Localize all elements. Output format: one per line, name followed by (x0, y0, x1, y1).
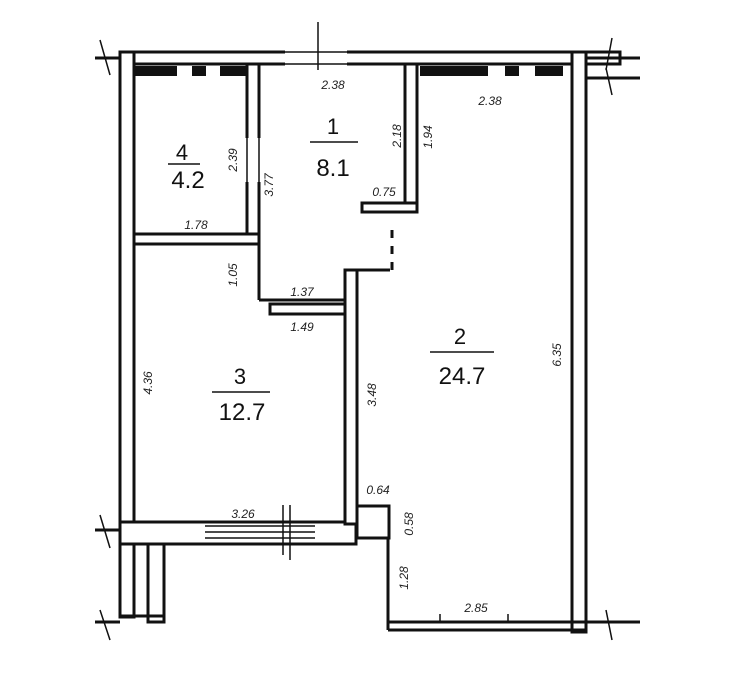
dim-r4-height: 2.39 (226, 148, 240, 173)
room-number: 3 (234, 364, 246, 389)
window-block (535, 66, 563, 76)
room-2-label: 2 24.7 (430, 324, 494, 390)
outer-walls (95, 22, 640, 641)
room-number: 2 (454, 324, 466, 349)
dim-niche-width: 0.64 (366, 483, 390, 497)
wall-room3-top (268, 302, 354, 316)
window-block (420, 66, 488, 76)
room-area: 24.7 (439, 363, 486, 390)
dim-r2-top: 1.94 (421, 125, 435, 149)
dim-top-left: 2.38 (320, 78, 345, 92)
room-area: 8.1 (316, 155, 349, 182)
wall-top (118, 50, 622, 66)
room-4-label: 4 4.2 (168, 140, 205, 194)
window-block (505, 66, 519, 76)
dim-r2-height: 6.35 (550, 343, 564, 367)
room-area: 12.7 (219, 399, 266, 426)
room-area: 4.2 (171, 167, 204, 194)
dim-corridor-1: 1.37 (290, 285, 315, 299)
dim-r1-bottom: 0.75 (372, 185, 396, 199)
wall-room3-right (343, 268, 359, 526)
interior-walls (132, 62, 509, 630)
dim-r3-height: 4.36 (141, 371, 155, 395)
dim-corridor-height: 1.05 (226, 263, 240, 287)
bottom-window (205, 505, 315, 560)
entrance-gap (285, 50, 347, 66)
wall-room4-bottom (132, 232, 261, 246)
room-1-label: 1 8.1 (310, 114, 358, 182)
room-number: 4 (176, 140, 188, 165)
window-block (220, 66, 246, 76)
dim-top-right: 2.38 (477, 94, 502, 108)
wall-room1-right (403, 62, 419, 212)
wall-room1-stub (360, 201, 419, 214)
dimensions: 2.38 2.38 2.39 3.77 2.18 1.94 0.75 1.78 … (141, 78, 564, 615)
dim-r3-width: 3.26 (231, 507, 255, 521)
dim-bottom-width: 2.85 (463, 601, 488, 615)
dim-r3-right: 3.48 (365, 383, 379, 407)
dim-r1-right: 2.18 (390, 124, 404, 149)
wall-right (570, 50, 588, 634)
window-block (192, 66, 206, 76)
window-block (135, 66, 177, 76)
dim-r4-width: 1.78 (184, 218, 208, 232)
niche-box (355, 504, 391, 540)
room-3-label: 3 12.7 (212, 364, 270, 426)
balcony-pillar (146, 542, 166, 624)
door-room4 (243, 138, 263, 182)
dim-r1-left: 3.77 (262, 172, 276, 197)
dim-bottom-height: 1.28 (397, 566, 411, 590)
room-number: 1 (327, 114, 339, 139)
dim-corridor-2: 1.49 (290, 320, 314, 334)
wall-ticks (95, 37, 640, 641)
dim-niche-height: 0.58 (402, 512, 416, 536)
